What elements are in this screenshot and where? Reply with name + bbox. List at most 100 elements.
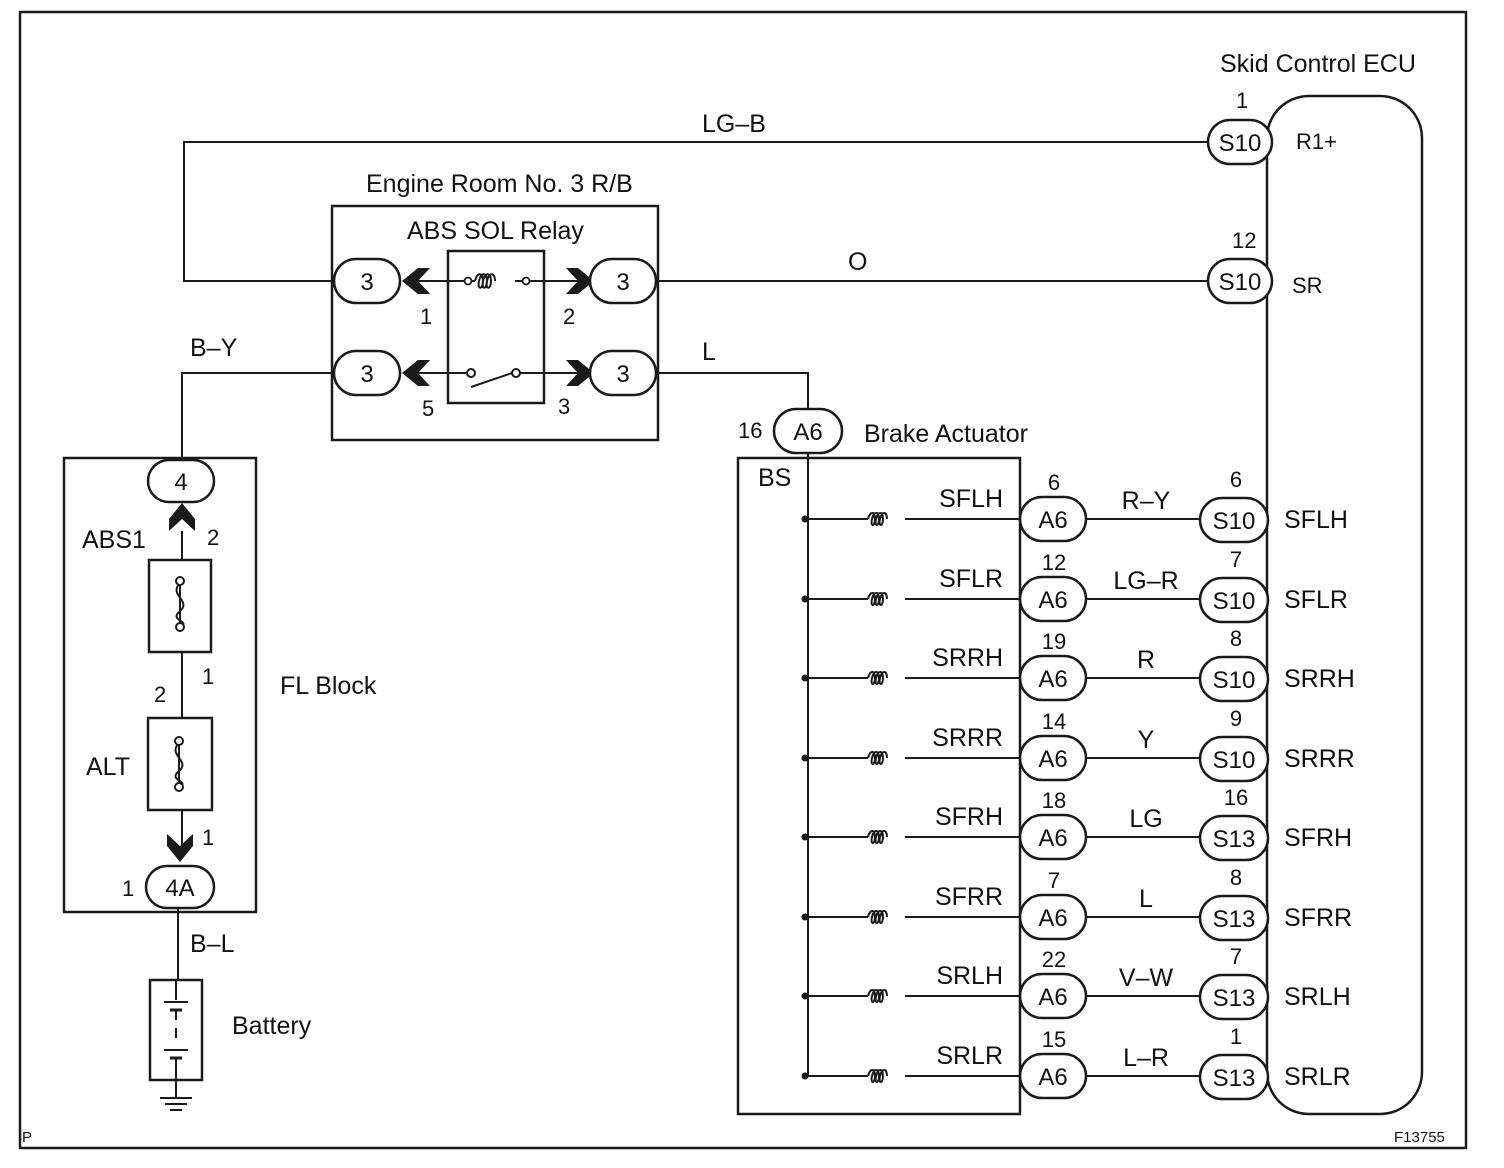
ecu-r1-pin: 1 bbox=[1236, 88, 1248, 113]
svg-text:3: 3 bbox=[360, 269, 373, 296]
coil-icon bbox=[867, 671, 888, 685]
coil-icon bbox=[867, 989, 888, 1003]
svg-text:A6: A6 bbox=[1038, 587, 1067, 614]
solenoid-label: SFRR bbox=[935, 883, 1003, 911]
wire-lg-b-label: LG–B bbox=[702, 110, 766, 138]
coil-icon bbox=[867, 830, 888, 844]
alt-pin-top: 2 bbox=[154, 682, 166, 707]
fl-block-box bbox=[62, 456, 258, 914]
ecu-sr-pin: 12 bbox=[1232, 228, 1256, 253]
relay-coil-node-left bbox=[463, 276, 473, 286]
svg-text:3: 3 bbox=[360, 361, 373, 388]
ecu-pin: 1 bbox=[1230, 1024, 1242, 1049]
relay-connector-1: 3 bbox=[332, 257, 402, 305]
ecu-terminal-label: SRLH bbox=[1284, 983, 1351, 1011]
actuator-title: Brake Actuator bbox=[864, 420, 1028, 448]
wire-b-y-label: B–Y bbox=[190, 334, 238, 362]
wire-o-label: O bbox=[848, 248, 867, 276]
ecu-terminal-label: SFLH bbox=[1284, 506, 1348, 534]
solenoid-label: SRLR bbox=[936, 1042, 1003, 1070]
relay-connector-5: 3 bbox=[332, 349, 402, 397]
a6-connector: A6 bbox=[1018, 734, 1088, 782]
wire-lg-b bbox=[183, 141, 1208, 282]
svg-text:S10: S10 bbox=[1219, 130, 1262, 157]
wire-b-l-label: B–L bbox=[190, 930, 235, 958]
svg-text:S10: S10 bbox=[1219, 269, 1262, 296]
chevron-left-icon bbox=[402, 268, 430, 294]
svg-text:S10: S10 bbox=[1213, 747, 1256, 774]
ecu-pin: 6 bbox=[1230, 467, 1242, 492]
a6-connector: A6 bbox=[1018, 495, 1088, 543]
ecu-pin: 16 bbox=[1224, 785, 1248, 810]
svg-text:3: 3 bbox=[616, 269, 629, 296]
wire-b-y bbox=[181, 372, 334, 460]
ecu-r1-term: R1+ bbox=[1296, 129, 1337, 154]
actuator-box bbox=[736, 456, 1022, 1116]
alt-pin-bottom: 1 bbox=[202, 825, 214, 850]
alt-fuse-icon bbox=[146, 716, 214, 812]
relay-coil-icon bbox=[474, 273, 496, 289]
solenoid-label: SFLH bbox=[939, 485, 1003, 513]
ecu-connector: S10 bbox=[1198, 735, 1270, 783]
ecu-connector: S10 bbox=[1198, 576, 1270, 624]
svg-text:S13: S13 bbox=[1213, 1065, 1256, 1092]
a6-pin: 19 bbox=[1042, 629, 1066, 654]
solenoid-label: SFRH bbox=[935, 803, 1003, 831]
abs1-pin-top: 2 bbox=[207, 525, 219, 550]
relay-coil-node-right bbox=[521, 276, 531, 286]
a6-connector: A6 bbox=[1018, 575, 1088, 623]
ecu-connector: S13 bbox=[1198, 973, 1270, 1021]
svg-text:A6: A6 bbox=[1038, 1064, 1067, 1091]
svg-text:S10: S10 bbox=[1213, 588, 1256, 615]
svg-text:S13: S13 bbox=[1213, 826, 1256, 853]
ecu-pin: 9 bbox=[1230, 706, 1242, 731]
ecu-pin: 8 bbox=[1230, 865, 1242, 890]
a6-connector: A6 bbox=[1018, 654, 1088, 702]
a6-pin: 15 bbox=[1042, 1027, 1066, 1052]
fl-bottom-connector: 4A bbox=[144, 864, 216, 910]
a6-pin: 14 bbox=[1042, 709, 1066, 734]
ecu-terminal-label: SFRR bbox=[1284, 904, 1352, 932]
a6-connector: A6 bbox=[1018, 813, 1088, 861]
chevron-right-icon bbox=[566, 360, 594, 386]
svg-text:A6: A6 bbox=[1038, 825, 1067, 852]
a6-pin: 22 bbox=[1042, 947, 1066, 972]
ecu-pin: 7 bbox=[1230, 944, 1242, 969]
relay-title: ABS SOL Relay bbox=[407, 217, 584, 245]
battery-icon bbox=[148, 978, 204, 1111]
svg-text:A6: A6 bbox=[793, 419, 822, 446]
ecu-terminal-label: SFRH bbox=[1284, 824, 1352, 852]
svg-text:S10: S10 bbox=[1213, 508, 1256, 535]
relay-pin-2: 2 bbox=[563, 304, 575, 329]
ecu-connector: S10 bbox=[1198, 496, 1270, 544]
svg-text:A6: A6 bbox=[1038, 984, 1067, 1011]
relay-pin-3: 3 bbox=[558, 394, 570, 419]
a6-pin: 18 bbox=[1042, 788, 1066, 813]
abs1-fuse-icon bbox=[147, 558, 213, 654]
solenoid-label: SFLR bbox=[939, 565, 1003, 593]
a6-connector: A6 bbox=[1018, 893, 1088, 941]
svg-text:A6: A6 bbox=[1038, 507, 1067, 534]
diagram-frame bbox=[18, 10, 1468, 1150]
coil-icon bbox=[867, 910, 888, 924]
ecu-connector: S13 bbox=[1198, 814, 1270, 862]
ecu-title: Skid Control ECU bbox=[1220, 50, 1416, 78]
svg-text:S13: S13 bbox=[1213, 906, 1256, 933]
a6-connector: A6 bbox=[1018, 972, 1088, 1020]
ecu-connector: S13 bbox=[1198, 1053, 1270, 1101]
alt-label: ALT bbox=[86, 753, 130, 781]
coil-icon bbox=[867, 751, 888, 765]
coil-icon bbox=[867, 592, 888, 606]
ecu-terminal-label: SFLR bbox=[1284, 586, 1348, 614]
wire-l bbox=[656, 372, 809, 409]
wire-color-label: L bbox=[1139, 885, 1153, 913]
abs1-label: ABS1 bbox=[82, 526, 146, 554]
wire-color-label: R bbox=[1137, 646, 1155, 674]
